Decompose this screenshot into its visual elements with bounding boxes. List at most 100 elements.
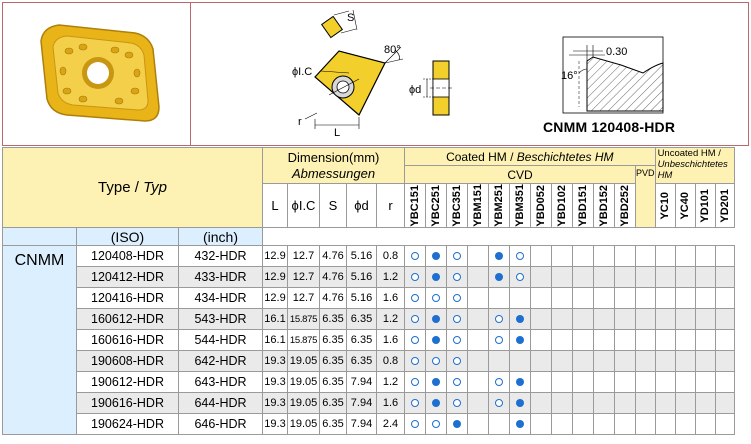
dimension-col-2: S bbox=[319, 183, 347, 228]
pvd-label: PVD bbox=[636, 168, 655, 178]
grade-cell bbox=[551, 392, 573, 414]
grade-cell bbox=[694, 371, 716, 393]
inch-code: 543-HDR bbox=[178, 308, 263, 330]
grade-cell bbox=[572, 245, 594, 267]
open-circle-icon bbox=[453, 335, 461, 344]
grade-cell bbox=[425, 329, 447, 351]
grade-cell bbox=[654, 266, 676, 288]
filled-circle-icon bbox=[432, 377, 440, 386]
grade-col-ybd152: YBD152 bbox=[593, 183, 615, 228]
grade-cell bbox=[425, 350, 447, 372]
grade-cell bbox=[404, 392, 426, 414]
dim-l: 12.9 bbox=[262, 245, 288, 267]
grade-cell bbox=[488, 413, 510, 435]
grade-col-yc10: YC10 bbox=[654, 183, 676, 228]
grade-cell bbox=[714, 266, 735, 288]
grade-cell bbox=[674, 329, 696, 351]
grade-col-ybc251: YBC251 bbox=[425, 183, 447, 228]
inch-code: 643-HDR bbox=[178, 371, 263, 393]
type-header: Type / Typ bbox=[2, 147, 263, 228]
grade-cell bbox=[467, 245, 489, 267]
grade-cell bbox=[635, 287, 656, 309]
iso-code: 160616-HDR bbox=[76, 329, 179, 351]
grade-cell bbox=[674, 287, 696, 309]
filled-circle-icon bbox=[516, 335, 524, 344]
open-circle-icon bbox=[432, 293, 440, 302]
panel-divider bbox=[190, 3, 191, 145]
open-circle-icon bbox=[411, 356, 419, 365]
dimension-col-0: L bbox=[262, 183, 288, 228]
grade-cell bbox=[425, 245, 447, 267]
grade-col-ybd252: YBD252 bbox=[614, 183, 636, 228]
open-circle-icon bbox=[495, 314, 503, 323]
dim-ic: 15.875 bbox=[287, 329, 320, 351]
filled-circle-icon bbox=[516, 419, 524, 428]
grade-cell bbox=[694, 308, 716, 330]
grade-cell bbox=[714, 308, 735, 330]
dim-ic: 12.7 bbox=[287, 266, 320, 288]
grade-cell bbox=[654, 413, 676, 435]
grade-cell bbox=[614, 287, 636, 309]
dimension-header-de: Abmessungen bbox=[291, 165, 376, 181]
open-circle-icon bbox=[432, 419, 440, 428]
dim-d: 7.94 bbox=[346, 371, 377, 393]
dim-r: 1.2 bbox=[376, 308, 405, 330]
open-circle-icon bbox=[411, 377, 419, 386]
grade-cell bbox=[467, 392, 489, 414]
open-circle-icon bbox=[453, 251, 461, 260]
dim-s: 6.35 bbox=[319, 413, 347, 435]
filled-circle-icon bbox=[495, 272, 503, 281]
label-r: r bbox=[298, 116, 302, 128]
grade-cell bbox=[446, 287, 468, 309]
grade-cell bbox=[572, 350, 594, 372]
uncoated-header-de: Unbeschichtetes HM bbox=[657, 159, 728, 181]
grade-cell bbox=[572, 287, 594, 309]
grade-cell bbox=[654, 308, 676, 330]
uncoated-header-en: Uncoated HM / bbox=[657, 148, 721, 160]
grade-cell bbox=[467, 287, 489, 309]
dim-l: 19.3 bbox=[262, 350, 288, 372]
grade-cell bbox=[446, 392, 468, 414]
grade-cell bbox=[404, 329, 426, 351]
open-circle-icon bbox=[411, 272, 419, 281]
inch-code: 544-HDR bbox=[178, 329, 263, 351]
grade-cell bbox=[530, 371, 552, 393]
grade-cell bbox=[530, 392, 552, 414]
grade-label: YC10 bbox=[659, 191, 672, 220]
label-edge-angle: 16° bbox=[561, 70, 578, 82]
grade-cell bbox=[614, 392, 636, 414]
grade-cell bbox=[488, 266, 510, 288]
dim-r: 1.6 bbox=[376, 329, 405, 351]
grade-cell bbox=[446, 266, 468, 288]
open-circle-icon bbox=[495, 398, 503, 407]
grade-cell bbox=[654, 287, 676, 309]
dim-l: 16.1 bbox=[262, 308, 288, 330]
filled-circle-icon bbox=[495, 251, 503, 260]
dimension-header-en: Dimension(mm) bbox=[287, 149, 380, 165]
grade-cell bbox=[404, 350, 426, 372]
grade-cell bbox=[509, 245, 531, 267]
grade-cell bbox=[614, 266, 636, 288]
dim-d: 6.35 bbox=[346, 350, 377, 372]
dim-r: 1.6 bbox=[376, 287, 405, 309]
cvd-header: CVD bbox=[404, 165, 636, 184]
grade-cell bbox=[614, 350, 636, 372]
insert-side-view bbox=[423, 60, 452, 116]
grade-cell bbox=[404, 245, 426, 267]
dim-ic: 15.875 bbox=[287, 308, 320, 330]
grade-cell bbox=[509, 392, 531, 414]
grade-cell bbox=[551, 371, 573, 393]
open-circle-icon bbox=[453, 272, 461, 281]
dim-r: 1.6 bbox=[376, 392, 405, 414]
grade-cell bbox=[530, 266, 552, 288]
grade-cell bbox=[488, 308, 510, 330]
filled-circle-icon bbox=[516, 398, 524, 407]
grade-cell bbox=[446, 413, 468, 435]
grade-cell bbox=[694, 350, 716, 372]
grade-cell bbox=[714, 371, 735, 393]
grade-cell bbox=[509, 329, 531, 351]
